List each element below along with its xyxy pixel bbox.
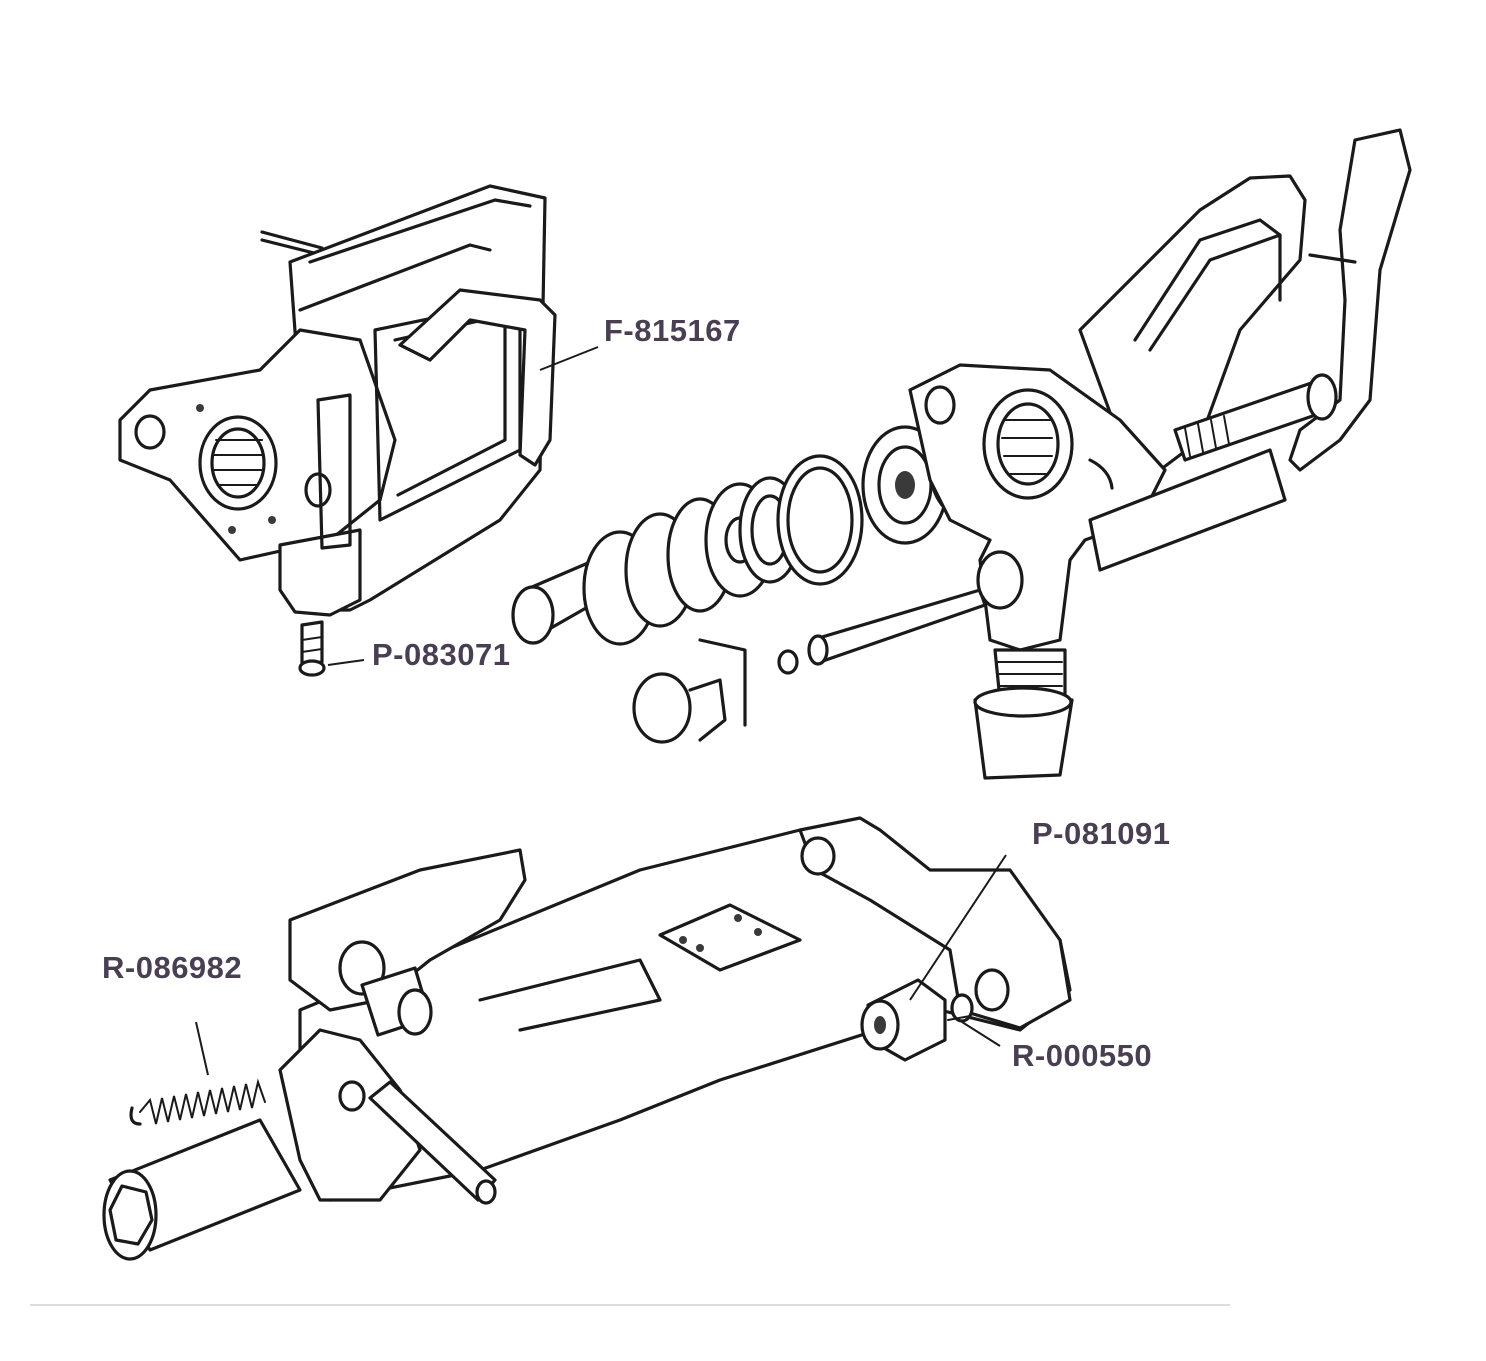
leader-p081091 [909,854,1007,1001]
left-bracket-housing [118,184,557,677]
lower-bracket-assembly [102,816,1072,1261]
leader-p083071 [327,659,365,666]
part-label-f815167: F-815167 [604,313,741,348]
leader-r000550 [961,1021,1001,1047]
part-label-p083071: P-083071 [372,637,511,672]
part-label-r086982: R-086982 [102,950,243,985]
leader-f815167 [539,346,599,371]
shaft-and-bearing-stack [511,413,992,744]
part-label-p081091: P-081091 [1032,816,1171,851]
right-housing-arm [908,128,1412,780]
part-label-r000550: R-000550 [1012,1038,1153,1073]
leader-r086982 [195,1021,209,1076]
leader-lines [195,346,1007,1076]
